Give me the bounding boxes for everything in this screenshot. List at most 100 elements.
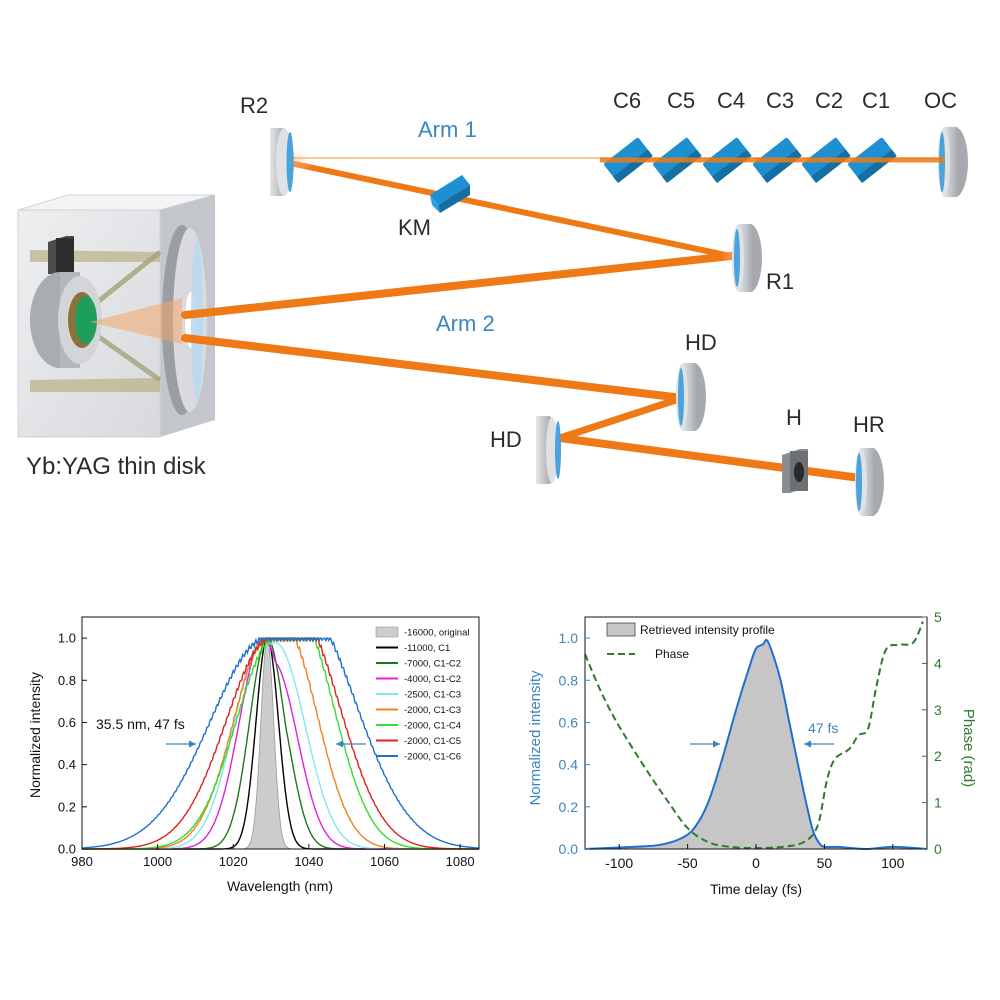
legend-entry: -2000, C1-C3 <box>404 705 461 716</box>
legend-entry: -7000, C1-C2 <box>404 659 461 670</box>
x-tick-label: 1060 <box>370 854 399 869</box>
chirped-mirrors <box>600 137 945 184</box>
arrow-left-icon <box>336 740 343 748</box>
x-tick-label: 1040 <box>294 854 323 869</box>
y2-tick-label: 5 <box>934 609 942 625</box>
label-r1: R1 <box>766 269 794 294</box>
resonator-diagram: R2 Arm 1 C6 C5 C4 C3 C2 C1 OC KM R1 Arm … <box>17 88 968 516</box>
pulse-width-arrows <box>690 740 834 748</box>
mirror-hd-lower <box>536 416 561 484</box>
y2-tick-label: 1 <box>934 795 942 811</box>
y-tick-label: 1.0 <box>559 630 579 646</box>
y-tick-label: 0.0 <box>559 841 579 857</box>
y-tick-label: 1.0 <box>58 631 76 646</box>
y-tick-label: 0.6 <box>58 715 76 730</box>
spectrum-y-label: Normalized intensity <box>27 672 43 798</box>
spectrum-y-ticks: 0.0 0.2 0.4 0.6 0.8 1.0 <box>58 631 87 857</box>
label-c4: C4 <box>717 88 745 113</box>
x-tick-label: 1020 <box>219 854 248 869</box>
spectrum-x-ticks: 980 1000 1020 1040 1060 1080 <box>71 844 475 869</box>
x-tick-label: -50 <box>677 855 697 871</box>
thin-disk-module <box>17 194 216 438</box>
intensity-line <box>584 638 928 851</box>
legend-entry: -2000, C1-C4 <box>404 721 461 732</box>
legend-entry: -2000, C1-C6 <box>404 752 461 763</box>
x-tick-label: 100 <box>881 855 905 871</box>
label-disk: Yb:YAG thin disk <box>26 453 207 480</box>
arrow-right-icon <box>713 740 720 748</box>
phase-line <box>584 621 924 850</box>
pulse-y2-ticks: 0 1 2 3 4 5 <box>922 609 942 857</box>
label-km: KM <box>398 215 431 240</box>
label-arm2: Arm 2 <box>436 311 495 336</box>
spectrum-frame <box>81 616 480 850</box>
label-c2: C2 <box>815 88 843 113</box>
x-tick-label: -100 <box>605 855 633 871</box>
kerr-medium-km <box>430 175 470 213</box>
pulse-x-label: Time delay (fs) <box>710 881 802 897</box>
x-tick-label: 980 <box>71 854 93 869</box>
pulse-y-label: Normalized intensity <box>527 670 544 806</box>
label-c1: C1 <box>862 88 890 113</box>
label-c6: C6 <box>613 88 641 113</box>
aperture-h <box>782 449 808 493</box>
spectrum-series-line <box>82 637 479 849</box>
pulse-y-ticks: 0.0 0.2 0.4 0.6 0.8 1.0 <box>559 630 590 857</box>
mirror-hd-upper <box>676 363 706 431</box>
label-arm1: Arm 1 <box>418 117 477 142</box>
spectrum-annotation: 35.5 nm, 47 fs <box>96 716 185 732</box>
x-tick-label: 1080 <box>446 854 475 869</box>
pulse-annotation: 47 fs <box>808 720 838 736</box>
y-tick-label: 0.6 <box>559 714 579 730</box>
legend-entry: -4000, C1-C2 <box>404 674 461 685</box>
y-tick-label: 0.4 <box>58 757 76 772</box>
legend-entry: -2500, C1-C3 <box>404 690 461 701</box>
x-tick-label: 50 <box>817 855 833 871</box>
y2-tick-label: 2 <box>934 748 942 764</box>
arrow-left-icon <box>804 740 811 748</box>
legend-swatch <box>375 626 399 638</box>
y-tick-label: 0.2 <box>58 799 76 814</box>
y-tick-label: 0.4 <box>559 757 579 773</box>
spectrum-chart: 980 1000 1020 1040 1060 1080 0.0 0.2 0.4 0.6 0.8 1… <box>27 616 480 894</box>
spectrum-x-label: Wavelength (nm) <box>227 878 333 894</box>
disk-folding-mirror <box>162 225 207 415</box>
y-tick-label: 0.8 <box>559 672 579 688</box>
legend-entry-phase: Phase <box>655 647 689 661</box>
x-tick-label: 1000 <box>143 854 172 869</box>
x-tick-label: 0 <box>752 855 760 871</box>
spectrum-width-arrows <box>166 740 366 748</box>
label-oc: OC <box>924 88 957 113</box>
label-h: H <box>786 405 802 430</box>
legend-entry: -16000, original <box>404 628 470 639</box>
label-r2: R2 <box>240 93 268 118</box>
y2-tick-label: 3 <box>934 702 942 718</box>
pulse-x-ticks: -100 -50 0 50 100 <box>605 844 905 871</box>
y-tick-label: 0.2 <box>559 799 579 815</box>
legend-swatch-intensity <box>606 622 636 637</box>
label-hd-upper: HD <box>685 330 717 355</box>
pulse-y2-label: Phase (rad) <box>960 709 977 787</box>
yb-yag-disk <box>75 296 97 344</box>
y2-tick-label: 4 <box>934 655 942 671</box>
mirror-r1 <box>732 224 762 292</box>
label-c5: C5 <box>667 88 695 113</box>
intensity-area <box>585 639 927 849</box>
label-c3: C3 <box>766 88 794 113</box>
y-tick-label: 0.0 <box>58 842 76 857</box>
mirror-hr <box>855 448 884 516</box>
arrow-right-icon <box>189 740 196 748</box>
legend-entry: -11000, C1 <box>404 643 450 654</box>
spectrum-legend: -16000, original -11000, C1 -7000, C1-C2 -4… <box>375 626 470 763</box>
label-hr: HR <box>853 412 885 437</box>
pulse-plot-area <box>584 621 928 851</box>
y2-tick-label: 0 <box>934 841 942 857</box>
legend-entry-intensity: Retrieved intensity profile <box>640 623 775 637</box>
label-hd-lower: HD <box>490 427 522 452</box>
mirror-r2 <box>270 128 294 196</box>
legend-entry: -2000, C1-C5 <box>404 736 461 747</box>
y-tick-label: 0.8 <box>58 673 76 688</box>
